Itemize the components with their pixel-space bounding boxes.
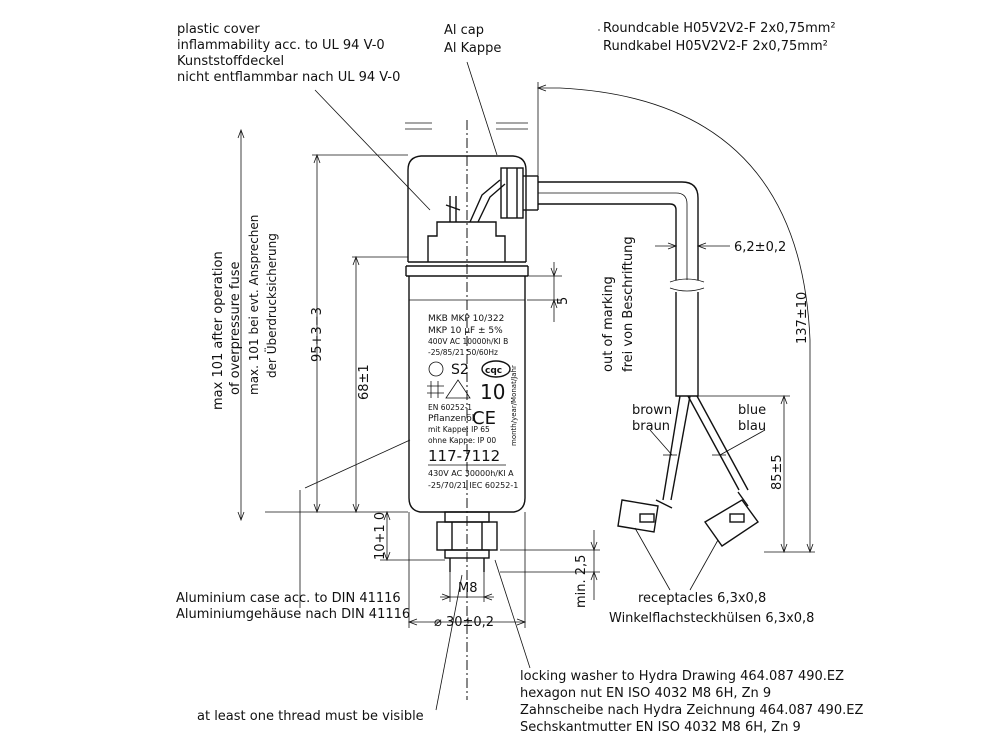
vde-triangle-mark <box>445 379 471 399</box>
hash-symbol <box>427 381 444 398</box>
cap-date: month/year/Monat/Jahr <box>510 365 518 446</box>
callout-wires: brown braun blue blau <box>632 403 766 434</box>
s2-mark: S2 <box>428 361 469 378</box>
callout-round-cable: Roundcable H05V2V2-F 2x0,75mm² Rundkabel… <box>603 21 836 54</box>
dimension-lines <box>237 82 815 628</box>
callout-aluminium-case: Aluminium case acc. to DIN 41116 Alumini… <box>176 591 410 622</box>
callout-locking-washer: locking washer to Hydra Drawing 464.087 … <box>520 669 863 735</box>
cap-line2: MKP 10 µF ± 5% <box>428 326 503 336</box>
plastic-cover-de: Kunststoffdeckel <box>177 54 284 69</box>
dim-10: 10+1 0 <box>373 512 388 560</box>
max-101-de-2: der Überdrucksicherung <box>263 233 279 378</box>
round-cable-en: Roundcable H05V2V2-F 2x0,75mm² <box>603 21 836 36</box>
max-101-en-2: of overpressure fuse <box>228 261 243 395</box>
dim-95: 95+3−3 <box>310 307 325 362</box>
dim-30: ⌀ 30±0,2 <box>434 615 494 630</box>
nut-de: Sechskantmutter EN ISO 4032 M8 6H, Zn 9 <box>520 720 801 735</box>
receptacles-en: receptacles 6,3x0,8 <box>638 591 766 606</box>
washer-en: locking washer to Hydra Drawing 464.087 … <box>520 669 844 684</box>
callout-out-of-marking: out of marking frei von Beschriftung <box>601 236 636 372</box>
dimension-values: 95+3−3 68±1 10+1 0 5 min. 2,5 M8 ⌀ 30±0,… <box>310 240 810 630</box>
al-cap-de: Al Kappe <box>444 41 501 56</box>
cap-cqc: cqc <box>485 366 502 376</box>
plastic-cover-ul: inflammability acc. to UL 94 V-0 <box>177 38 385 53</box>
cap-s2: S2 <box>451 362 469 378</box>
cap-line1: MKB MKP 10/322 <box>428 314 504 324</box>
dim-min-25: min. 2,5 <box>574 555 589 608</box>
round-cable <box>538 181 759 547</box>
al-cap-en: Al cap <box>444 23 484 38</box>
callout-al-cap: Al cap Al Kappe <box>444 23 501 56</box>
blue-en: blue <box>738 403 766 418</box>
washer-de: Zahnscheibe nach Hydra Zeichnung 464.087… <box>520 703 863 718</box>
dim-137: 137±10 <box>795 292 810 344</box>
leader-lines <box>299 29 766 711</box>
dim-85: 85±5 <box>770 454 785 490</box>
out-of-marking-en: out of marking <box>601 276 616 372</box>
mounting-stud <box>436 511 498 572</box>
cap-value: 10 <box>480 380 505 404</box>
cap-line5: 430V AC 30000h/KI A <box>428 469 514 478</box>
dim-5: 5 <box>556 297 571 305</box>
dim-62: 6,2±0,2 <box>734 240 786 255</box>
cqc-mark: cqc <box>481 360 511 378</box>
cap-line4: -25/85/21 50/60Hz <box>428 348 498 357</box>
max-101-en: max 101 after operation <box>211 251 226 410</box>
callout-max-101: max 101 after operation of overpressure … <box>211 215 279 410</box>
callout-receptacles: receptacles 6,3x0,8 Winkelflachsteckhüls… <box>609 591 814 626</box>
max-101-de: max. 101 bei evt. Ansprechen <box>247 215 261 395</box>
out-of-marking-de: frei von Beschriftung <box>621 236 636 372</box>
aluminium-case-en: Aluminium case acc. to DIN 41116 <box>176 591 401 606</box>
brown-en: brown <box>632 403 672 418</box>
dim-68: 68±1 <box>357 364 372 400</box>
cap-part: 117-7112 <box>428 447 500 465</box>
receptacles-de: Winkelflachsteckhülsen 6,3x0,8 <box>609 611 814 626</box>
callout-plastic-cover: plastic cover inflammability acc. to UL … <box>177 22 400 85</box>
cap-ip65: mit Kappe: IP 65 <box>428 425 490 434</box>
blue-de: blau <box>738 419 766 434</box>
cap-oil: Pflanzenöl <box>428 414 474 424</box>
cap-std: EN 60252-1 <box>428 403 472 412</box>
round-cable-de: Rundkabel H05V2V2-F 2x0,75mm² <box>603 39 828 54</box>
ce-mark: CE <box>472 408 496 429</box>
nut-en: hexagon nut EN ISO 4032 M8 6H, Zn 9 <box>520 686 771 701</box>
aluminium-case-de: Aluminiumgehäuse nach DIN 41116 <box>176 607 410 622</box>
brown-de: braun <box>632 419 670 434</box>
svg-text:CE: CE <box>472 408 496 429</box>
capacitor-marking: MKB MKP 10/322 MKP 10 µF ± 5% 400V AC 10… <box>427 314 518 490</box>
thread-visible-note: at least one thread must be visible <box>197 709 424 724</box>
plastic-cover-ul-de: nicht entflammbar nach UL 94 V-0 <box>177 70 400 85</box>
cap-line6: -25/70/21 IEC 60252-1 <box>428 481 518 490</box>
dim-m8: M8 <box>458 581 478 596</box>
plastic-cover-en: plastic cover <box>177 22 260 37</box>
cap-line3: 400V AC 10000h/KI B <box>428 337 508 346</box>
cap-ip00: ohne Kappe: IP 00 <box>428 436 496 445</box>
